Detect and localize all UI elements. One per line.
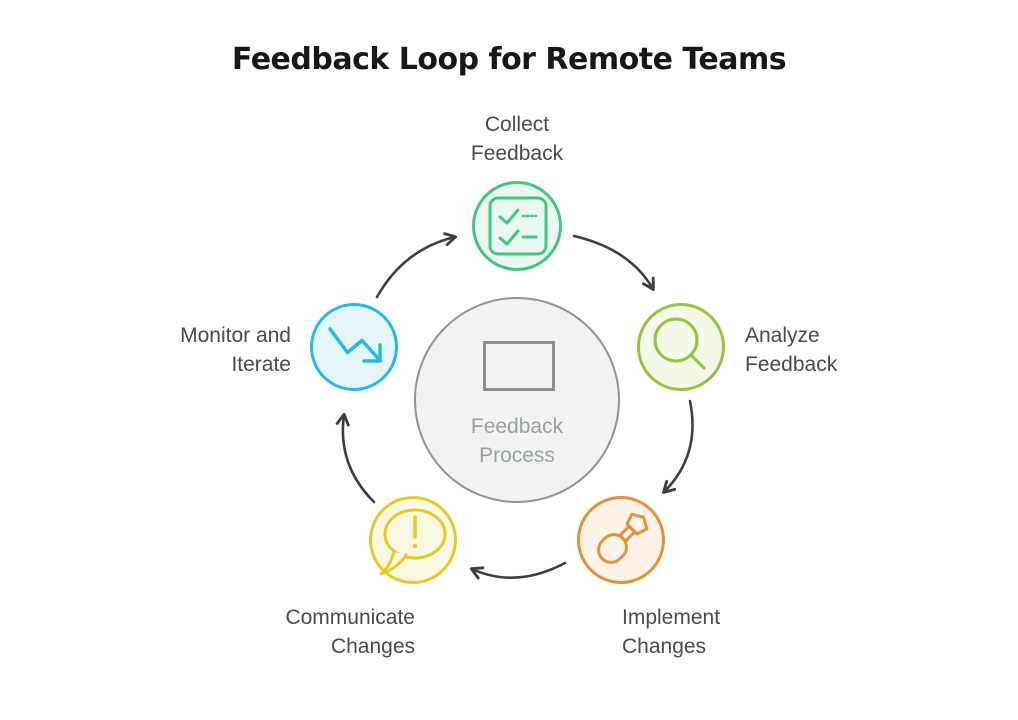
node-monitor-iterate <box>310 303 398 391</box>
node-communicate-changes <box>369 496 457 584</box>
rectangle-icon <box>483 341 555 391</box>
arrow-implement-to-communicate <box>469 561 567 580</box>
trend-down-arrow-icon <box>328 327 382 363</box>
magnifying-glass-icon <box>653 317 706 370</box>
diagram-title: Feedback Loop for Remote Teams <box>231 42 787 77</box>
node-label-collect-feedback: Collect Feedback <box>470 113 564 165</box>
arrow-analyze-to-implement <box>662 399 694 494</box>
node-collect-feedback <box>472 181 562 271</box>
center-node-label: Feedback Process <box>470 415 564 467</box>
speech-bubble-exclamation-icon <box>379 508 447 576</box>
arrow-collect-to-analyze <box>572 234 655 291</box>
node-label-monitor-iterate: Monitor and Iterate <box>180 324 291 376</box>
screwdriver-icon <box>597 512 649 564</box>
node-label-communicate-changes: Communicate Changes <box>285 606 415 658</box>
node-implement-changes <box>577 496 665 584</box>
node-label-implement-changes: Implement Changes <box>622 606 721 658</box>
arrow-monitor-to-collect <box>375 232 458 299</box>
arrow-communicate-to-monitor <box>335 412 376 504</box>
node-label-analyze-feedback: Analyze Feedback <box>745 324 838 376</box>
checklist-icon <box>488 196 548 256</box>
node-analyze-feedback <box>637 303 725 391</box>
center-node-feedback-process: Feedback Process <box>414 297 620 503</box>
